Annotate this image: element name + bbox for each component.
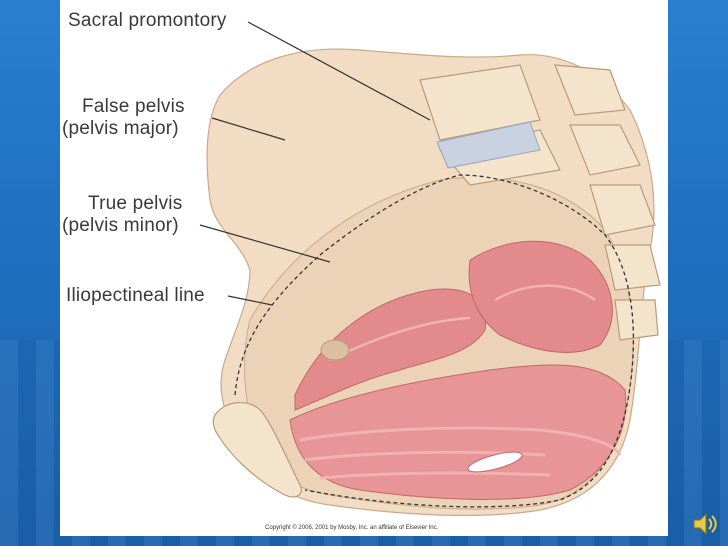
label-true-pelvis-alt: (pelvis minor): [62, 215, 179, 236]
pubic-bone: [212, 402, 302, 498]
obturator-foramen: [320, 339, 350, 361]
label-true-pelvis: True pelvis: [88, 193, 183, 214]
copyright-notice: Copyright © 2006, 2001 by Mosby, Inc. an…: [265, 525, 439, 531]
label-sacral-promontory: Sacral promontory: [68, 10, 227, 31]
speaker-icon[interactable]: [690, 510, 718, 538]
pelvic-inlet-dashed-line: [234, 174, 635, 508]
label-false-pelvis-alt: (pelvis major): [62, 118, 179, 139]
intervertebral-disc: [436, 121, 541, 169]
leader-lines: [199, 21, 431, 306]
label-false-pelvis: False pelvis: [82, 96, 185, 117]
label-iliopectineal-line: Iliopectineal line: [66, 285, 205, 306]
pelvic-floor-muscles: [289, 240, 627, 500]
